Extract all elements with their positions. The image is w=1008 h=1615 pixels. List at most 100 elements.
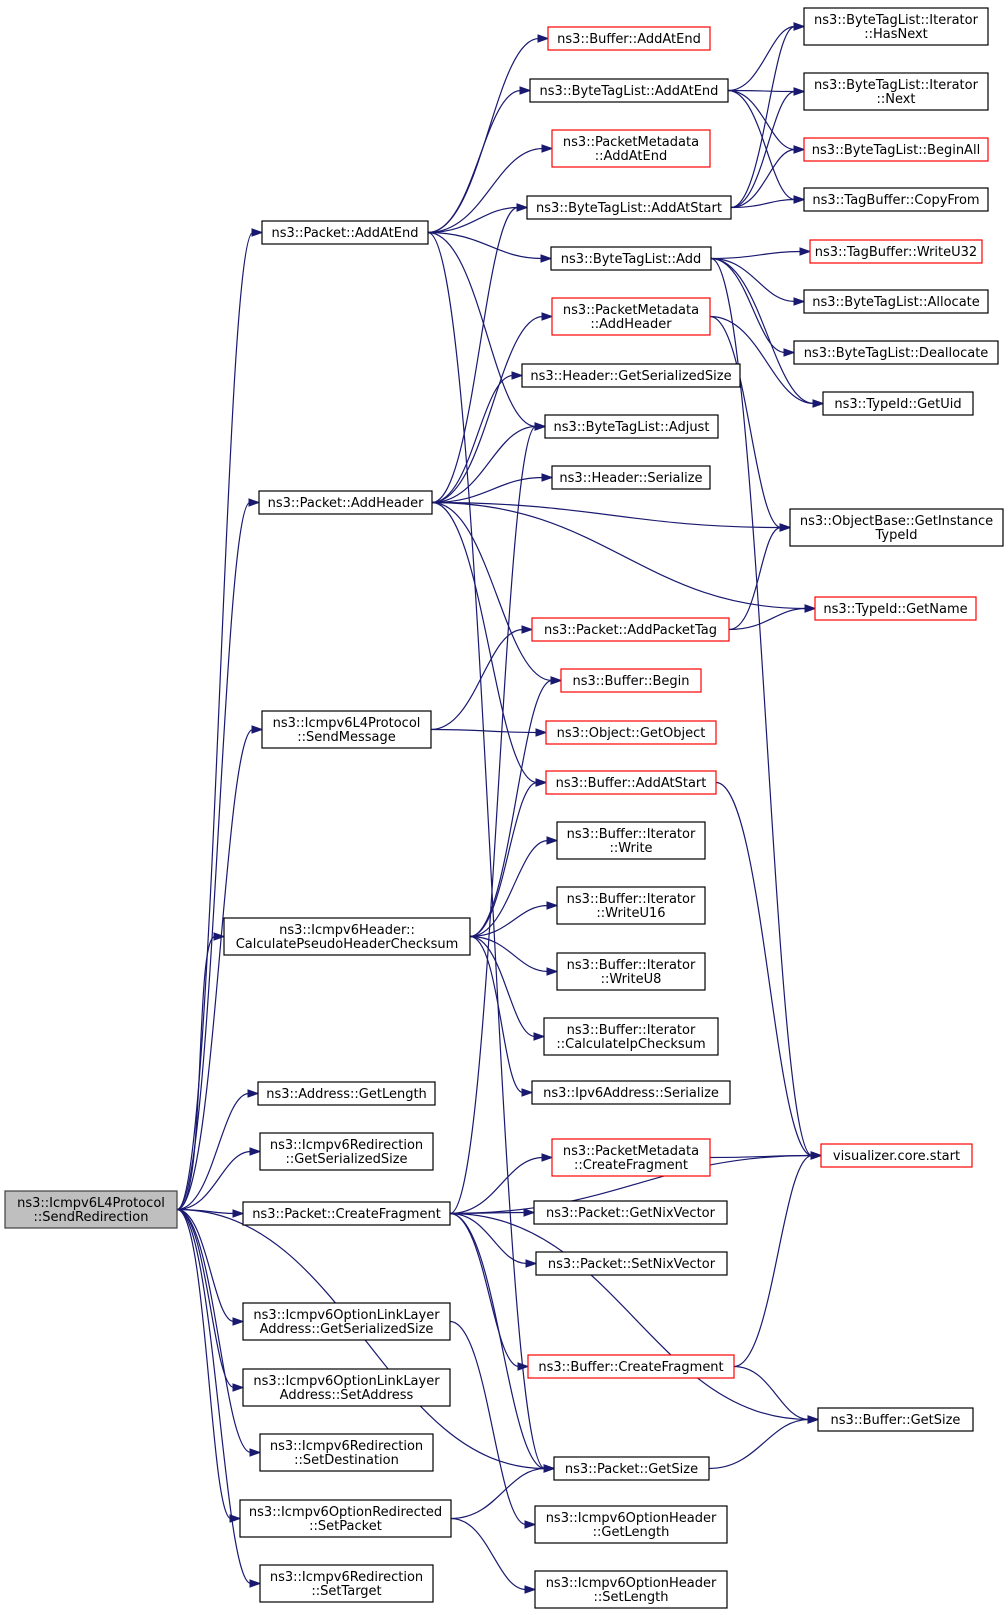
arrowhead: [799, 247, 812, 256]
function-node[interactable]: ns3::Buffer::Begin: [560, 668, 702, 693]
arrowhead: [810, 1151, 823, 1160]
node-label: ns3::Buffer::CreateFragment: [538, 1360, 723, 1375]
node-box: [551, 129, 711, 168]
node-box: [4, 1190, 178, 1229]
root-node[interactable]: ns3::Icmpv6L4Protocol::SendRedirection: [4, 1190, 178, 1229]
arrowhead: [783, 348, 796, 357]
function-node[interactable]: ns3::Icmpv6Redirection::SetDestination: [259, 1433, 434, 1472]
function-node[interactable]: ns3::Icmpv6L4Protocol::SendMessage: [261, 710, 432, 749]
call-edge: [176, 1208, 262, 1588]
call-edge: [709, 315, 792, 532]
node-label: ns3::Buffer::AddAtStart: [556, 776, 707, 791]
function-node[interactable]: ns3::Ipv6Address::Serialize: [531, 1080, 731, 1105]
function-node[interactable]: ns3::Icmpv6OptionHeader::GetLength: [534, 1505, 728, 1544]
function-node[interactable]: ns3::TagBuffer::WriteU32: [809, 239, 983, 264]
function-node[interactable]: ns3::Icmpv6OptionLinkLayerAddress::GetSe…: [242, 1302, 451, 1341]
function-node[interactable]: ns3::TagBuffer::CopyFrom: [803, 187, 989, 212]
function-node[interactable]: ns3::Icmpv6OptionRedirected::SetPacket: [239, 1499, 452, 1538]
function-node[interactable]: ns3::ByteTagList::Add: [550, 246, 712, 271]
function-node[interactable]: ns3::ByteTagList::AddAtEnd: [529, 78, 729, 103]
arrowhead: [793, 87, 806, 96]
function-node[interactable]: ns3::Packet::CreateFragment: [242, 1201, 451, 1226]
node-box: [258, 490, 433, 515]
function-node[interactable]: visualizer.core.start: [820, 1143, 973, 1168]
function-node[interactable]: ns3::TypeId::GetName: [814, 596, 977, 621]
node-label: TypeId: [875, 528, 918, 543]
node-box: [531, 1080, 731, 1105]
function-node[interactable]: ns3::ByteTagList::Iterator::HasNext: [803, 7, 989, 46]
node-box: [803, 7, 989, 46]
node-box: [545, 770, 717, 795]
call-edge: [176, 1208, 262, 1457]
node-box: [534, 1570, 728, 1609]
node-label: ::AddAtEnd: [595, 149, 667, 164]
call-edge: [431, 501, 548, 787]
function-node[interactable]: ns3::Icmpv6OptionLinkLayerAddress::SetAd…: [242, 1368, 451, 1407]
function-node[interactable]: ns3::Buffer::Iterator::Write: [556, 821, 706, 860]
node-label: ns3::PacketMetadata: [563, 303, 699, 318]
function-node[interactable]: ns3::ByteTagList::Deallocate: [793, 340, 999, 365]
call-edge: [469, 935, 559, 976]
edges-layer: [176, 22, 825, 1594]
node-box: [803, 137, 989, 162]
call-edge: [708, 1415, 820, 1470]
function-node[interactable]: ns3::ByteTagList::Adjust: [544, 414, 719, 439]
node-box: [809, 239, 983, 264]
node-box: [553, 1456, 710, 1481]
function-node[interactable]: ns3::PacketMetadata::AddHeader: [551, 297, 711, 336]
function-node[interactable]: ns3::TypeId::GetUid: [822, 391, 974, 416]
function-node[interactable]: ns3::PacketMetadata::AddAtEnd: [551, 129, 711, 168]
call-edge: [710, 247, 812, 260]
node-label: ns3::ByteTagList::Iterator: [814, 78, 979, 93]
function-node[interactable]: ns3::Icmpv6Redirection::GetSerializedSiz…: [259, 1132, 434, 1171]
function-node[interactable]: ns3::ByteTagList::AddAtStart: [526, 195, 732, 220]
node-label: ns3::Icmpv6OptionHeader: [546, 1511, 717, 1526]
function-node[interactable]: ns3::Header::Serialize: [551, 465, 711, 490]
call-edge: [427, 231, 556, 1473]
function-node[interactable]: ns3::Buffer::AddAtStart: [545, 770, 717, 795]
call-edge: [469, 778, 548, 938]
call-edge: [176, 1089, 260, 1211]
function-node[interactable]: ns3::Address::GetLength: [257, 1081, 436, 1106]
function-node[interactable]: ns3::Header::GetSerializedSize: [521, 363, 741, 388]
node-box: [533, 1200, 728, 1225]
node-label: ns3::Header::GetSerializedSize: [530, 369, 731, 384]
arrowhead: [541, 144, 554, 153]
function-node[interactable]: ns3::Buffer::Iterator::WriteU16: [556, 886, 706, 925]
call-edge: [450, 1517, 537, 1594]
arrowhead: [535, 778, 548, 787]
call-edge: [469, 935, 546, 1041]
function-node[interactable]: ns3::Packet::GetNixVector: [533, 1200, 728, 1225]
function-node[interactable]: ns3::Object::GetObject: [545, 720, 717, 745]
call-edge: [727, 89, 806, 204]
function-node[interactable]: ns3::Packet::SetNixVector: [535, 1251, 728, 1276]
node-box: [556, 821, 706, 860]
node-box: [259, 1132, 434, 1171]
function-node[interactable]: ns3::Buffer::AddAtEnd: [547, 26, 711, 51]
function-node[interactable]: ns3::ByteTagList::Allocate: [803, 289, 989, 314]
node-box: [257, 1081, 436, 1106]
arrowhead: [248, 498, 261, 507]
function-node[interactable]: ns3::Icmpv6Header::CalculatePseudoHeader…: [223, 917, 471, 956]
function-node[interactable]: ns3::Buffer::CreateFragment: [527, 1354, 735, 1379]
call-edge: [469, 676, 563, 938]
function-node[interactable]: ns3::Icmpv6Redirection::SetTarget: [259, 1564, 434, 1603]
arrowhead: [524, 1520, 537, 1529]
function-node[interactable]: ns3::Icmpv6OptionHeader::SetLength: [534, 1570, 728, 1609]
function-node[interactable]: ns3::ByteTagList::Iterator::Next: [803, 72, 989, 111]
function-node[interactable]: ns3::Buffer::Iterator::CalculateIpChecks…: [543, 1017, 719, 1056]
function-node[interactable]: ns3::Packet::GetSize: [553, 1456, 710, 1481]
function-node[interactable]: ns3::PacketMetadata::CreateFragment: [551, 1138, 711, 1177]
node-label: ::AddHeader: [590, 317, 672, 332]
function-node[interactable]: ns3::Buffer::GetSize: [817, 1407, 974, 1432]
function-node[interactable]: ns3::Packet::AddAtEnd: [261, 220, 429, 245]
node-label: ns3::TagBuffer::CopyFrom: [812, 193, 979, 208]
function-node[interactable]: ns3::Buffer::Iterator::WriteU8: [556, 952, 706, 991]
function-node[interactable]: ns3::Packet::AddPacketTag: [531, 617, 730, 642]
node-label: ns3::Packet::GetNixVector: [546, 1206, 716, 1221]
function-node[interactable]: ns3::ByteTagList::BeginAll: [803, 137, 989, 162]
function-node[interactable]: ns3::Packet::AddHeader: [258, 490, 433, 515]
call-edge: [730, 22, 806, 209]
node-label: ns3::TypeId::GetName: [823, 602, 967, 617]
